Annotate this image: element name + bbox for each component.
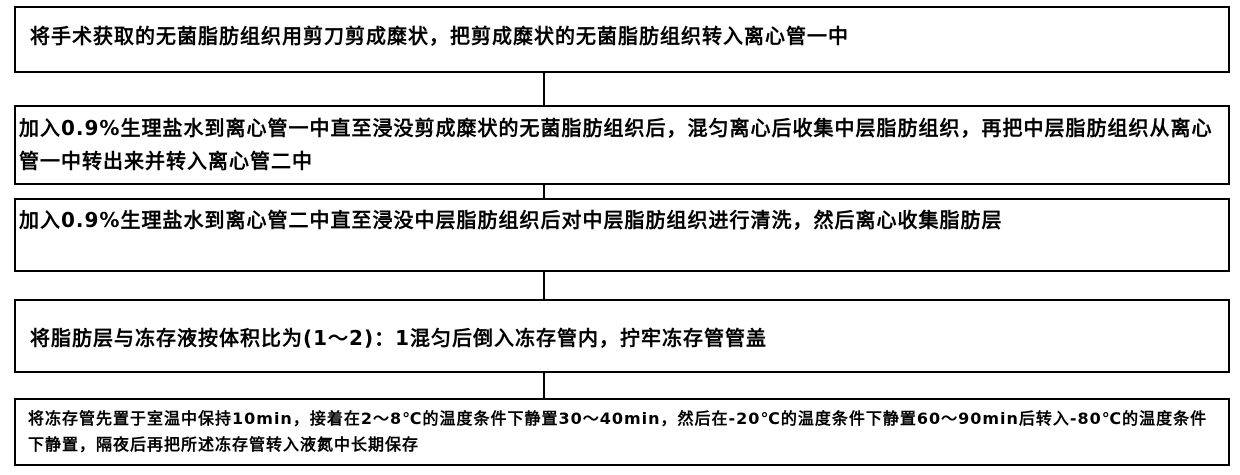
step-4-text: 将脂肪层与冻存液按体积比为(1～2)：1混匀后倒入冻存管内，拧牢冻存管管盖 [30, 326, 768, 350]
step-5-box: 将冻存管先置于室温中保持10min，接着在2～8℃的温度条件下静置30～40mi… [14, 398, 1230, 466]
step-3-text: 加入0.9%生理盐水到离心管二中直至浸没中层脂肪组织后对中层脂肪组织进行清洗，然… [19, 208, 1003, 232]
step-2-box: 加入0.9%生理盐水到离心管一中直至浸没剪成糜状的无菌脂肪组织后，混匀离心后收集… [14, 105, 1230, 185]
step-1-box: 将手术获取的无菌脂肪组织用剪刀剪成糜状，把剪成糜状的无菌脂肪组织转入离心管一中 [14, 6, 1230, 73]
connector-2-3 [543, 185, 545, 198]
connector-4-5 [543, 373, 545, 398]
connector-1-2 [543, 73, 545, 105]
connector-3-4 [543, 272, 545, 299]
step-3-box: 加入0.9%生理盐水到离心管二中直至浸没中层脂肪组织后对中层脂肪组织进行清洗，然… [14, 198, 1230, 272]
step-4-box: 将脂肪层与冻存液按体积比为(1～2)：1混匀后倒入冻存管内，拧牢冻存管管盖 [14, 299, 1230, 373]
step-2-text: 加入0.9%生理盐水到离心管一中直至浸没剪成糜状的无菌脂肪组织后，混匀离心后收集… [19, 116, 1213, 173]
step-1-text: 将手术获取的无菌脂肪组织用剪刀剪成糜状，把剪成糜状的无菌脂肪组织转入离心管一中 [30, 24, 849, 48]
step-5-text: 将冻存管先置于室温中保持10min，接着在2～8℃的温度条件下静置30～40mi… [28, 409, 1208, 454]
